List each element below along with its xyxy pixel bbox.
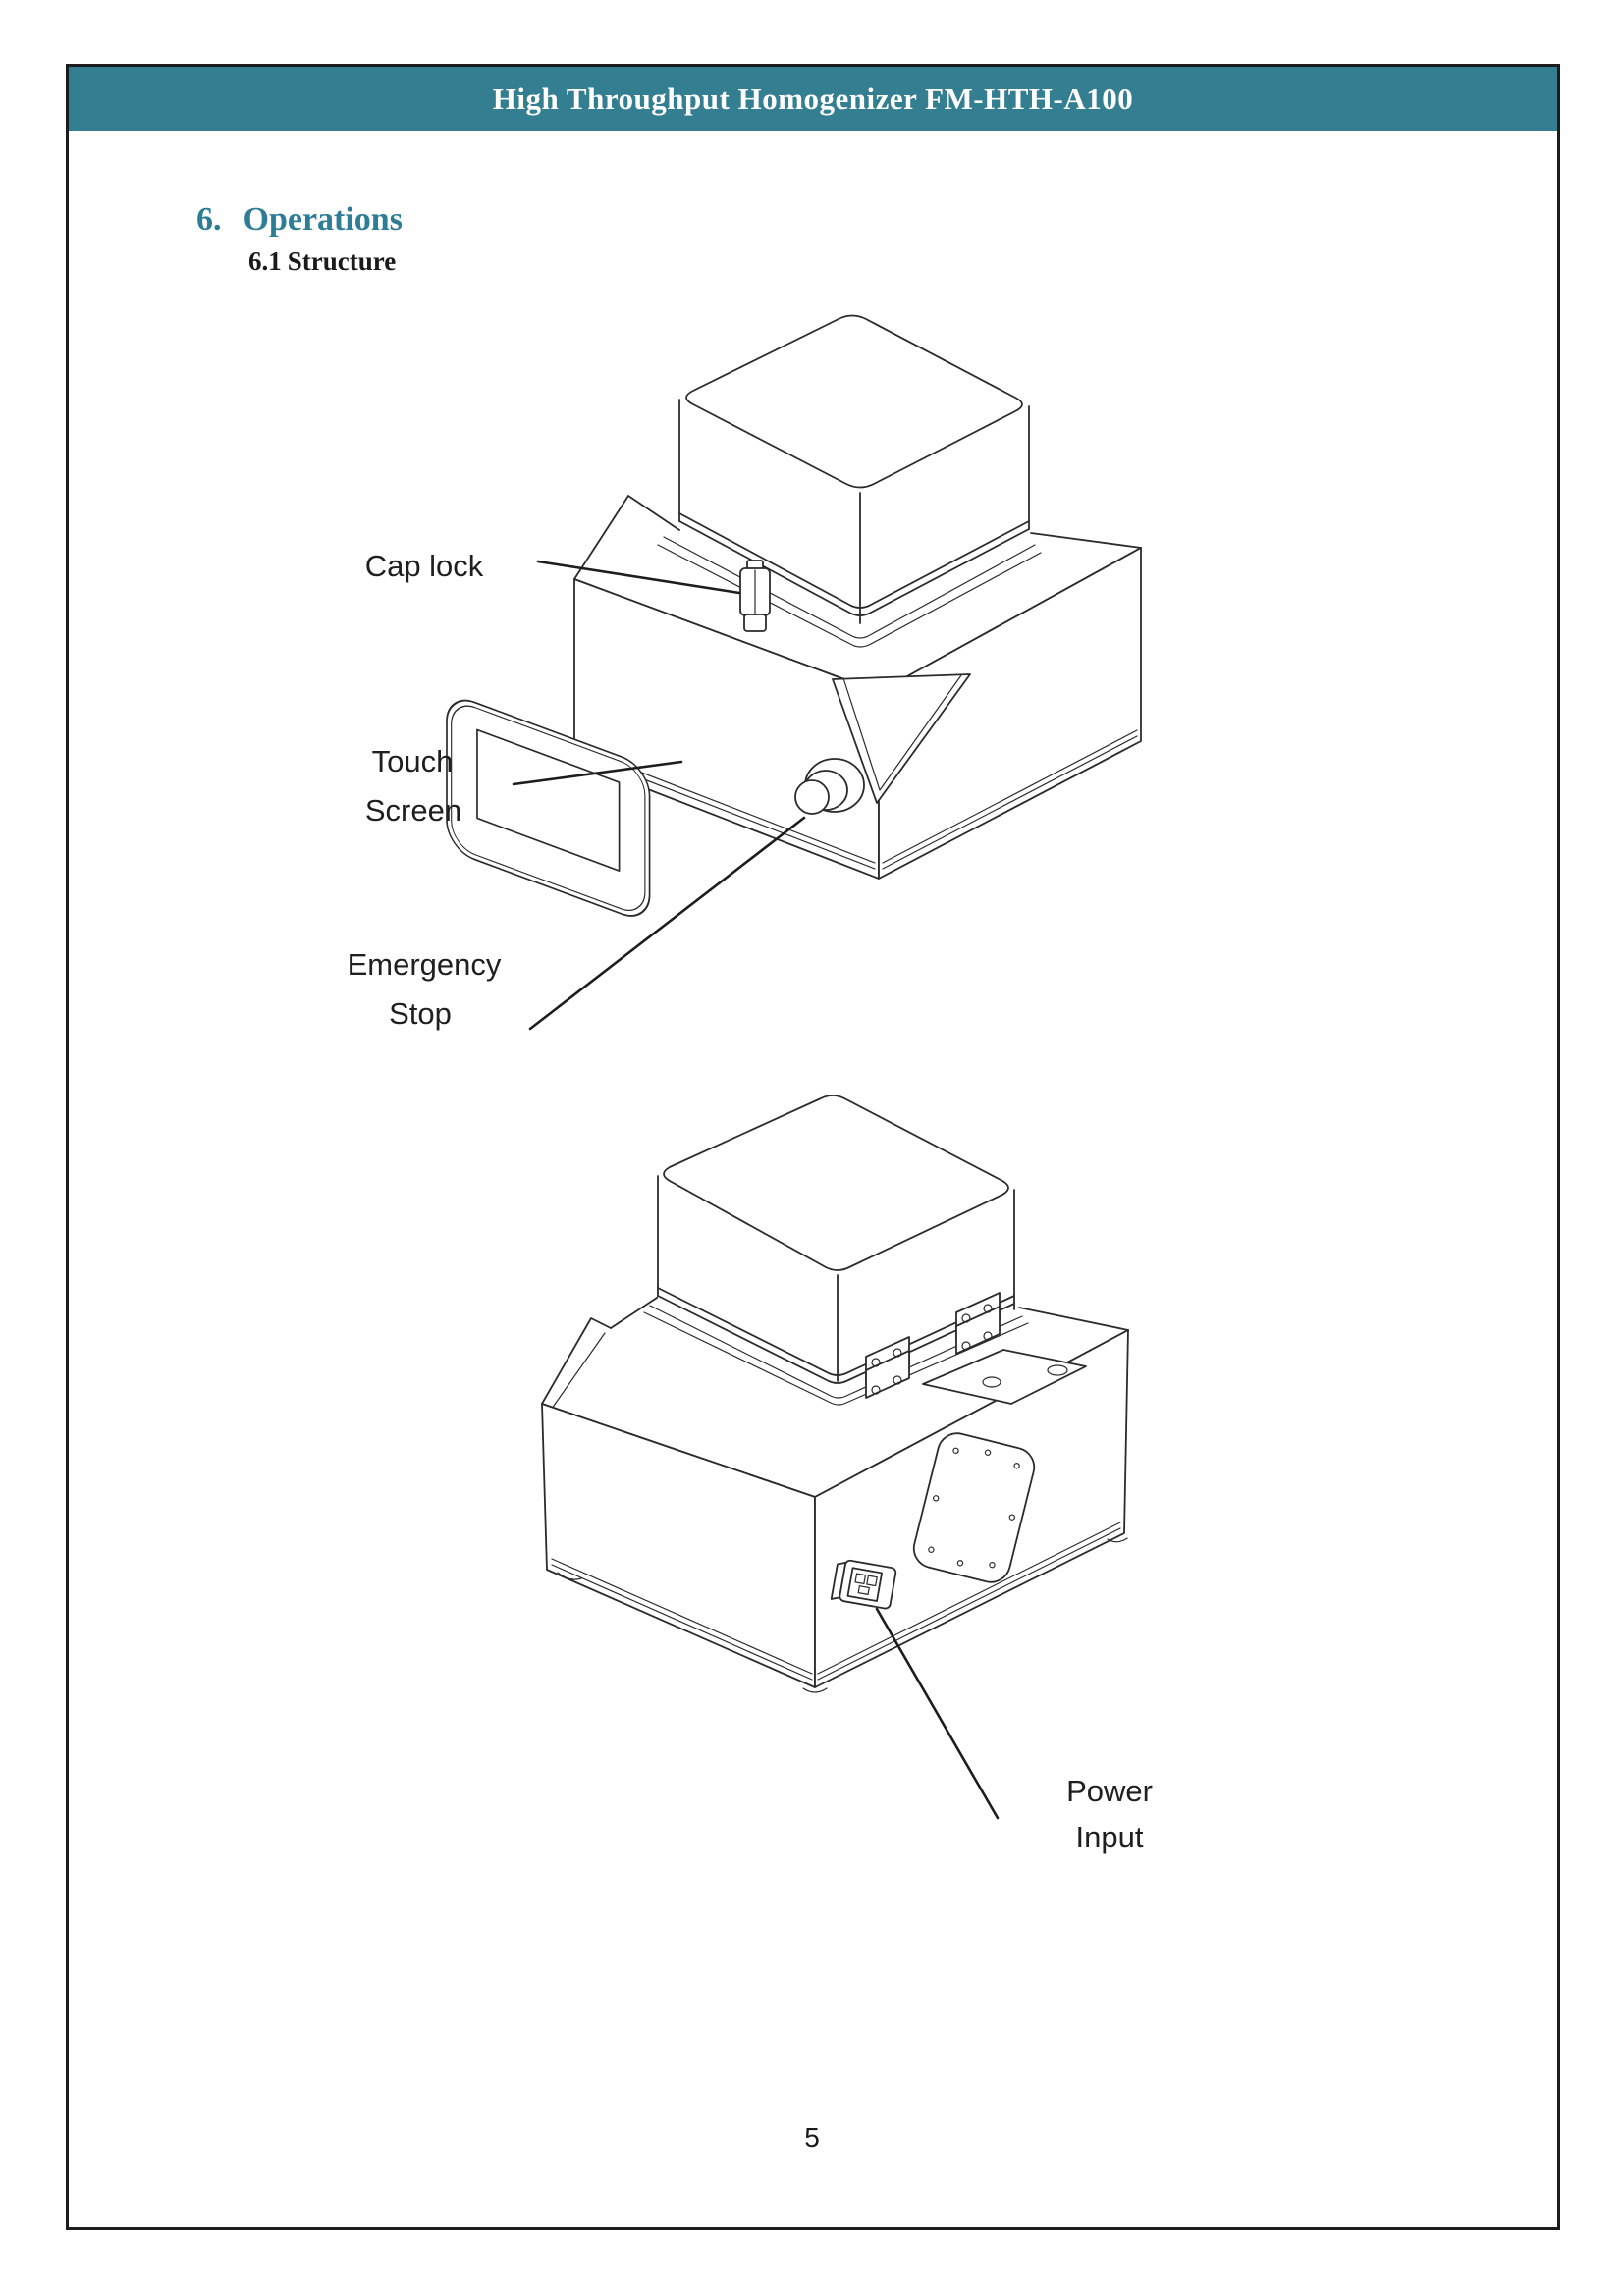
leader-cap-lock bbox=[536, 560, 741, 595]
hinge-right bbox=[955, 1292, 1001, 1355]
touch-screen-display bbox=[476, 728, 621, 873]
page-header-bar: High Throughput Homogenizer FM-HTH-A100 bbox=[69, 67, 1557, 131]
page-number: 5 bbox=[804, 2122, 820, 2153]
section-title: Operations bbox=[243, 201, 403, 238]
label-touch-screen-line1: Touch bbox=[372, 744, 454, 778]
label-power-line1: Power bbox=[1066, 1774, 1153, 1808]
label-power-line2: Input bbox=[1076, 1820, 1144, 1854]
page-header-title: High Throughput Homogenizer FM-HTH-A100 bbox=[492, 80, 1134, 116]
section-number: 6. bbox=[196, 201, 222, 238]
label-touch-screen-line2: Screen bbox=[365, 793, 461, 828]
emergency-stop-button bbox=[794, 758, 865, 815]
figure-homogenizer-front-view: Cap lock Touch Screen Emergency Stop bbox=[348, 314, 1142, 1031]
v-notch bbox=[832, 673, 971, 804]
hinge-left bbox=[865, 1336, 910, 1399]
leader-power-input bbox=[875, 1607, 1000, 1820]
touch-screen-panel bbox=[446, 699, 651, 917]
leader-lines-front bbox=[512, 560, 806, 1031]
hinge-mounting-plate bbox=[922, 1349, 1087, 1405]
subsection-number: 6.1 bbox=[248, 246, 282, 276]
subsection-title: Structure bbox=[287, 246, 397, 276]
cap-lock-latch bbox=[739, 560, 771, 632]
label-emergency-line2: Stop bbox=[389, 996, 452, 1031]
label-cap-lock: Cap lock bbox=[365, 549, 484, 583]
label-emergency-line1: Emergency bbox=[348, 947, 502, 982]
figure-homogenizer-rear-view: Power Input bbox=[541, 1095, 1153, 1854]
machine-cap-rear bbox=[643, 1095, 1029, 1406]
power-input-socket bbox=[830, 1559, 897, 1610]
leader-emergency-stop bbox=[528, 816, 806, 1031]
leader-touch-screen bbox=[512, 760, 683, 786]
access-panel bbox=[912, 1432, 1036, 1583]
section-heading: 6. Operations bbox=[196, 201, 403, 239]
